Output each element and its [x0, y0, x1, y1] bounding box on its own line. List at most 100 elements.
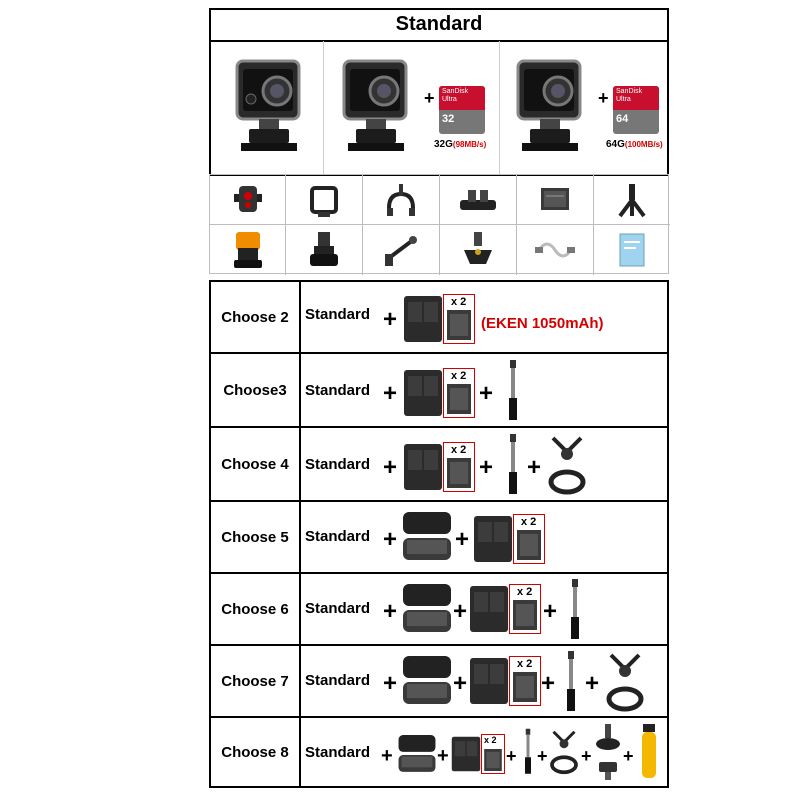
plus-sign: +	[383, 670, 398, 697]
plus-sign: +	[453, 598, 468, 625]
selfie-stick-icon	[567, 651, 575, 711]
standard-text: Standard	[305, 382, 371, 399]
floating-grip-icon	[642, 724, 656, 778]
battery-pack-x2: x 2	[509, 584, 541, 634]
dual-charger-icon	[451, 736, 481, 772]
option-row[interactable]: Choose 8 Standard + + x 2 + + + +	[211, 718, 667, 786]
title-divider	[211, 40, 667, 42]
carry-case-icon	[403, 656, 451, 704]
bike-mount-icon	[387, 184, 415, 216]
battery-icon	[447, 458, 471, 488]
option-label: Choose 7	[211, 646, 301, 716]
suction-mount-charger-icon	[596, 724, 620, 780]
option-label: Choose 2	[211, 282, 301, 352]
multiplier-label: x 2	[521, 516, 537, 528]
sd-card-64g: SanDisk Ultra 64	[613, 86, 659, 134]
action-camera-icon	[342, 59, 408, 151]
plus-sign: +	[383, 380, 398, 407]
plus-sign: +	[506, 746, 517, 766]
remote-control	[210, 175, 286, 225]
selfie-stick-icon	[509, 434, 517, 494]
arm-icon	[385, 236, 417, 266]
dual-charger-icon	[404, 296, 442, 342]
dual-charger-icon	[470, 586, 508, 632]
standard-text: Standard	[305, 744, 371, 761]
multiplier-label: x 2	[451, 444, 467, 456]
plus-sign: +	[527, 454, 542, 481]
option-row[interactable]: Choose 5 Standard + + x 2	[211, 502, 667, 574]
multiplier-label: x 2	[484, 735, 497, 745]
option-row[interactable]: Choose 7 Standard + + x 2 + +	[211, 646, 667, 718]
battery-icon	[513, 672, 537, 702]
multiplier-label: x 2	[451, 370, 467, 382]
package-camera-32g: + SanDisk Ultra 32 32G(98MB/s)	[324, 41, 500, 174]
option-label: Choose 8	[211, 718, 301, 786]
option-row[interactable]: Choose 6 Standard + + x 2 +	[211, 574, 667, 646]
frame-mount	[286, 175, 363, 225]
option-label: Choose3	[211, 354, 301, 426]
sd-brand: SanDisk	[442, 88, 469, 95]
option-row[interactable]: Choose3 Standard + x 2 +	[211, 354, 667, 428]
carry-case-icon	[403, 512, 451, 560]
dual-charger-icon	[474, 516, 512, 562]
chest-head-strap-icon	[606, 653, 644, 712]
option-row[interactable]: Choose 4 Standard + x 2 + +	[211, 428, 667, 502]
plus-sign: +	[581, 746, 592, 766]
carry-case-icon	[403, 584, 451, 632]
carry-case-icon	[398, 735, 436, 772]
battery-icon	[447, 310, 471, 340]
standard-text: Standard	[305, 672, 371, 689]
plus-sign: +	[585, 670, 600, 697]
dual-charger-icon	[470, 658, 508, 704]
plus-sign: +	[455, 526, 470, 553]
sd-capacity-caption: 64G(100MB/s)	[606, 139, 663, 150]
battery-icon	[517, 530, 541, 560]
sd-card-32g: SanDisk Ultra 32	[439, 86, 485, 134]
plus-sign: +	[537, 746, 548, 766]
action-camera-icon	[516, 59, 582, 151]
option-label: Choose 4	[211, 428, 301, 500]
package-camera-64g: + SanDisk Ultra 64 64G(100MB/s)	[500, 41, 667, 174]
selfie-stick-icon	[509, 360, 517, 420]
chest-head-strap-icon	[548, 436, 586, 495]
plus-sign: +	[424, 88, 435, 108]
tripod	[594, 175, 670, 225]
sd-size: 64	[616, 113, 629, 125]
battery-icon	[541, 188, 569, 210]
chest-head-strap-icon	[550, 730, 578, 775]
sd-line: Ultra	[616, 96, 631, 103]
sd-capacity-caption: 32G(98MB/s)	[434, 139, 487, 150]
manual	[594, 225, 670, 275]
standard-title: Standard	[395, 13, 483, 35]
wrist-strap	[210, 225, 286, 275]
quick-release-mount	[286, 225, 363, 275]
action-camera-icon	[235, 59, 301, 151]
battery	[517, 175, 594, 225]
plus-sign: +	[383, 306, 398, 333]
plus-sign: +	[383, 598, 398, 625]
multiplier-label: x 2	[517, 586, 533, 598]
plus-sign: +	[453, 670, 468, 697]
multiplier-label: x 2	[517, 658, 533, 670]
battery-pack-x2: x 2	[481, 734, 505, 774]
battery-icon	[513, 600, 537, 630]
mount-icon	[310, 232, 338, 266]
plus-sign: +	[383, 526, 398, 553]
selfie-stick-icon	[525, 728, 531, 774]
accessories-grid	[209, 174, 670, 275]
sd-brand: SanDisk	[616, 88, 643, 95]
plus-sign: +	[543, 598, 558, 625]
extension-arm	[363, 225, 440, 275]
tripod-icon	[618, 184, 646, 218]
plus-sign: +	[623, 746, 634, 766]
battery-icon	[484, 749, 502, 771]
battery-pack-x2: x 2	[443, 368, 475, 418]
sd-size: 32	[442, 113, 455, 125]
battery-pack-x2: x 2	[513, 514, 545, 564]
frame-icon	[310, 186, 338, 217]
battery-note: (EKEN 1050mAh)	[481, 315, 604, 332]
bundle-options-table: Choose 2 Standard + x 2 (EKEN 1050mAh) C…	[209, 280, 669, 788]
option-row[interactable]: Choose 2 Standard + x 2 (EKEN 1050mAh)	[211, 282, 667, 354]
battery-pack-x2: x 2	[443, 442, 475, 492]
battery-pack-x2: x 2	[509, 656, 541, 706]
